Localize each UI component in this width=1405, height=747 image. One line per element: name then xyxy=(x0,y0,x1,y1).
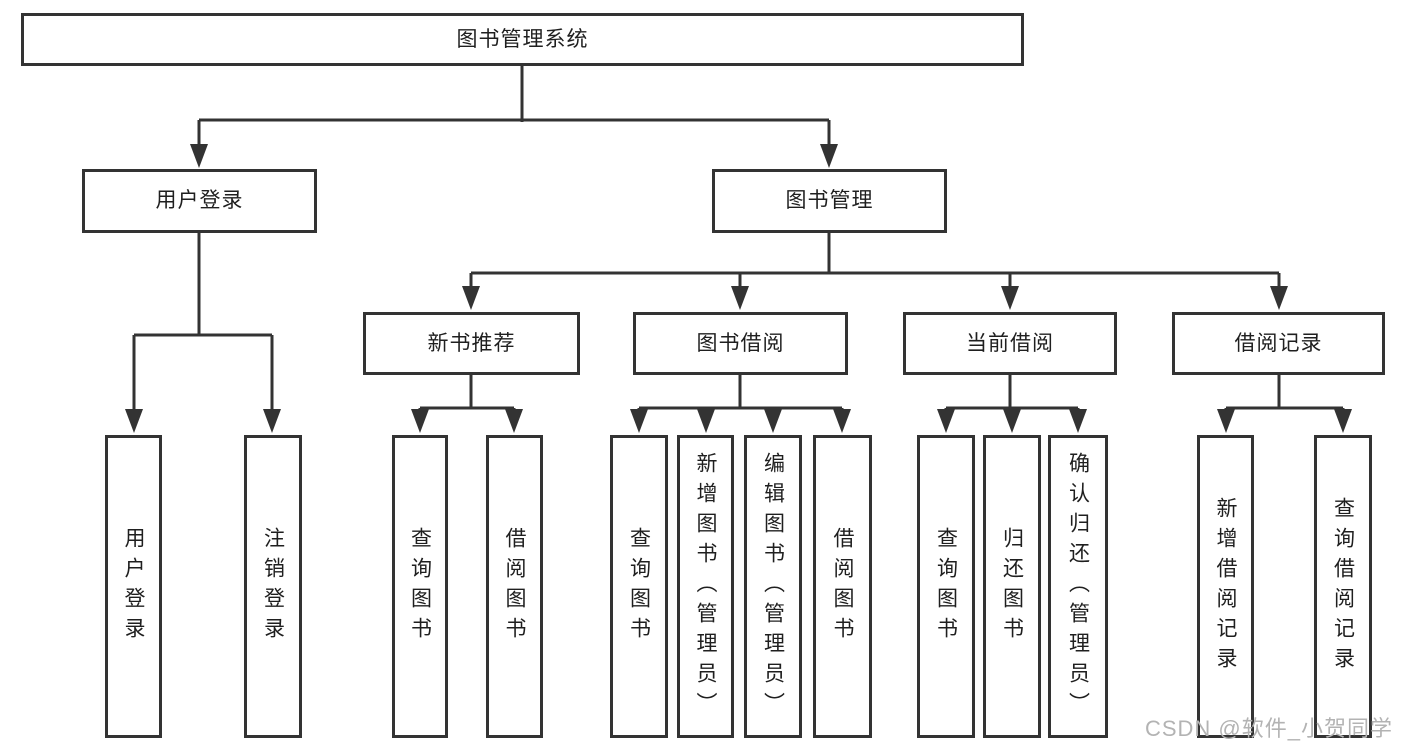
arrowhead xyxy=(125,409,143,433)
node-borrowing-records: 借阅记录 xyxy=(1172,312,1385,375)
arrowhead xyxy=(697,409,715,433)
leaf-current-confirm-return-admin: 确认归还（管理员） xyxy=(1048,435,1108,738)
arrowhead xyxy=(505,409,523,433)
arrowhead xyxy=(630,409,648,433)
leaf-records-search-borrow-record: 查询借阅记录 xyxy=(1314,435,1372,738)
node-book-management: 图书管理 xyxy=(712,169,947,233)
arrowhead xyxy=(764,409,782,433)
arrowhead xyxy=(1003,409,1021,433)
node-new-book-recommendation: 新书推荐 xyxy=(363,312,580,375)
node-library-management-system: 图书管理系统 xyxy=(21,13,1024,66)
arrowhead xyxy=(833,409,851,433)
arrowhead xyxy=(1217,409,1235,433)
leaf-current-return-books: 归还图书 xyxy=(983,435,1041,738)
node-user-login: 用户登录 xyxy=(82,169,317,233)
arrowhead xyxy=(937,409,955,433)
leaf-borrowing-borrow-books: 借阅图书 xyxy=(813,435,872,738)
leaf-recommend-search-books: 查询图书 xyxy=(392,435,448,738)
arrowhead xyxy=(731,286,749,310)
leaf-records-add-borrow-record: 新增借阅记录 xyxy=(1197,435,1254,738)
arrowhead xyxy=(411,409,429,433)
arrowhead xyxy=(1001,286,1019,310)
leaf-logout: 注销登录 xyxy=(244,435,302,738)
arrowhead xyxy=(1334,409,1352,433)
node-current-borrowing: 当前借阅 xyxy=(903,312,1117,375)
leaf-borrowing-search-books: 查询图书 xyxy=(610,435,668,738)
arrowhead xyxy=(1270,286,1288,310)
leaf-recommend-borrow-books: 借阅图书 xyxy=(486,435,543,738)
arrowhead xyxy=(190,144,208,168)
leaf-current-search-books: 查询图书 xyxy=(917,435,975,738)
arrowhead xyxy=(462,286,480,310)
node-book-borrowing: 图书借阅 xyxy=(633,312,848,375)
leaf-borrowing-edit-books-admin: 编辑图书（管理员） xyxy=(744,435,802,738)
csdn-watermark: CSDN @软件_小贺同学 xyxy=(1144,716,1393,741)
arrowhead xyxy=(820,144,838,168)
leaf-user-login: 用户登录 xyxy=(105,435,162,738)
leaf-borrowing-add-books-admin: 新增图书（管理员） xyxy=(677,435,734,738)
arrowhead xyxy=(263,409,281,433)
arrowhead xyxy=(1069,409,1087,433)
